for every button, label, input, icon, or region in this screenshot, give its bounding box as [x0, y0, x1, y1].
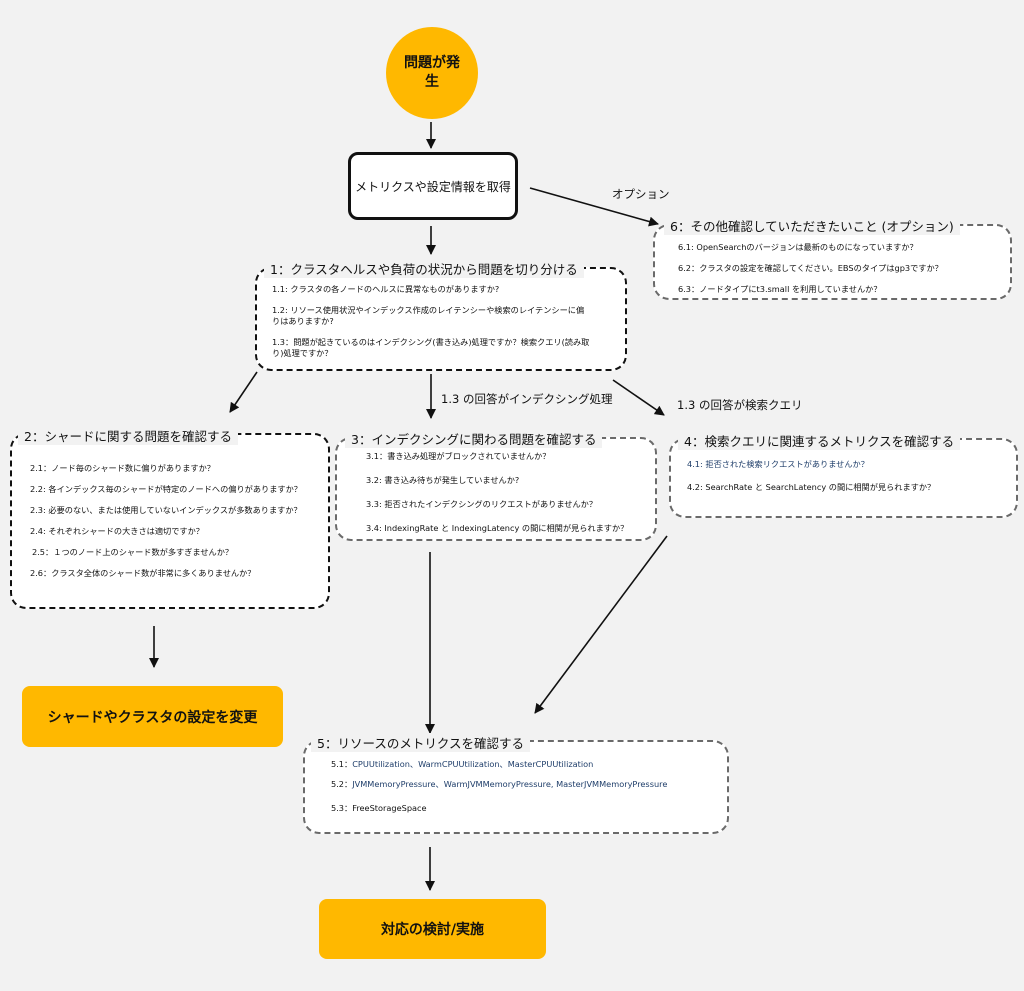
arrow-metrics-to-box6 — [529, 187, 659, 227]
box3-item: 3.3: 拒否されたインデクシングのリクエストがありませんか？ — [366, 499, 598, 509]
start-label: 問題が発生 — [404, 55, 460, 90]
box5-item-prefix: 5.2： — [331, 779, 353, 789]
box2-item: 2.5：１つのノード上のシャード数が多すぎませんか？ — [32, 547, 234, 557]
box6-item: 6.2：クラスタの設定を確認してください。EBSのタイプはgp3ですか？ — [678, 263, 943, 273]
box1-item: 1.3：問題が起きているのはインデクシング(書き込み)処理ですか？検索クエリ(読… — [272, 337, 590, 358]
box1-items: 1.1: クラスタの各ノードのヘルスに異常なものがありますか? 1.2: リソー… — [272, 284, 590, 369]
box2-title: 2：シャードに関する問題を確認する — [18, 426, 238, 445]
box5-item: 5.3：FreeStorageSpace — [331, 803, 667, 814]
box2-item: 2.4: それぞれシャードの大きさは適切ですか？ — [30, 526, 204, 536]
box5-item-prefix: 5.1： — [331, 759, 353, 769]
box6-title: 6：その他確認していただきたいこと (オプション) — [664, 216, 960, 235]
label-option: オプション — [612, 187, 670, 201]
arrow-box4-to-box5 — [534, 535, 668, 714]
box3-title: 3：インデクシングに関わる問題を確認する — [345, 429, 603, 448]
start-node: 問題が発生 — [386, 27, 478, 119]
box3-item: 3.2: 書き込み待ちが発生していませんか? — [366, 475, 520, 485]
box1-item: 1.1: クラスタの各ノードのヘルスに異常なものがありますか? — [272, 284, 500, 294]
box3-item: 3.4: IndexingRate と IndexingLatency の間に相… — [366, 523, 629, 533]
box5-item: 5.1：CPUUtilization、WarmCPUUtilization、Ma… — [331, 759, 667, 770]
box5-item-text: CPUUtilization、WarmCPUUtilization、Master… — [352, 759, 594, 769]
box5-title: 5：リソースのメトリクスを確認する — [311, 733, 530, 752]
box2-item: 2.2: 各インデックス毎のシャードが特定のノードへの偏りがありますか？ — [30, 484, 302, 494]
box3-items: 3.1：書き込み処理がブロックされていませんか？ 3.2: 書き込み待ちが発生し… — [366, 451, 628, 547]
box3-item: 3.1：書き込み処理がブロックされていませんか？ — [366, 451, 551, 461]
box5-item-text: 5.3：FreeStorageSpace — [331, 803, 427, 813]
box4-title: 4：検索クエリに関連するメトリクスを確認する — [678, 431, 961, 450]
box4-item: 4.2: SearchRate と SearchLatency の間に相関が見ら… — [687, 482, 936, 492]
arrow-box1-to-box4 — [612, 379, 665, 416]
final-action-box: 対応の検討/実施 — [319, 899, 546, 959]
box2-items: 2.1：ノード毎のシャード数に偏りがありますか？ 2.2: 各インデックス毎のシ… — [30, 463, 302, 589]
box2-item: 2.6：クラスタ全体のシャード数が非常に多くありませんか？ — [30, 568, 256, 578]
arrow-box1-to-box2 — [229, 371, 258, 413]
box6-optional-checks — [653, 224, 1012, 300]
shard-action-label: シャードやクラスタの設定を変更 — [47, 709, 258, 726]
box2-item: 2.1：ノード毎のシャード数に偏りがありますか？ — [30, 463, 215, 473]
box6-items: 6.1: OpenSearchのバージョンは最新のものになっていますか？ 6.2… — [678, 242, 943, 305]
box2-item: 2.3: 必要のない、または使用していないインデックスが多数ありますか？ — [30, 505, 302, 515]
box5-items: 5.1：CPUUtilization、WarmCPUUtilization、Ma… — [331, 759, 667, 824]
box4-items: 4.1: 拒否された検索リクエストがありませんか？ 4.2: SearchRat… — [687, 459, 935, 503]
box1-title: 1：クラスタヘルスや負荷の状況から問題を切り分ける — [264, 259, 584, 278]
metrics-label: メトリクスや設定情報を取得 — [355, 179, 511, 194]
box6-item: 6.3：ノードタイプにt3.small を利用していませんか？ — [678, 284, 882, 294]
shard-action-box: シャードやクラスタの設定を変更 — [22, 686, 283, 747]
metrics-box: メトリクスや設定情報を取得 — [348, 152, 518, 220]
label-search-branch: 1.3 の回答が検索クエリ — [677, 398, 803, 412]
final-action-label: 対応の検討/実施 — [380, 922, 485, 938]
box4-item: 4.1: 拒否された検索リクエストがありませんか？ — [687, 459, 869, 469]
box6-item: 6.1: OpenSearchのバージョンは最新のものになっていますか？ — [678, 242, 918, 252]
box5-item: 5.2：JVMMemoryPressure、WarmJVMMemoryPress… — [331, 779, 667, 790]
box5-item-text: JVMMemoryPressure、WarmJVMMemoryPressure,… — [352, 779, 668, 789]
box1-item: 1.2: リソース使用状況やインデックス作成のレイテンシーや検索のレイテンシーに… — [272, 305, 585, 326]
label-indexing-branch: 1.3 の回答がインデクシング処理 — [441, 392, 613, 406]
